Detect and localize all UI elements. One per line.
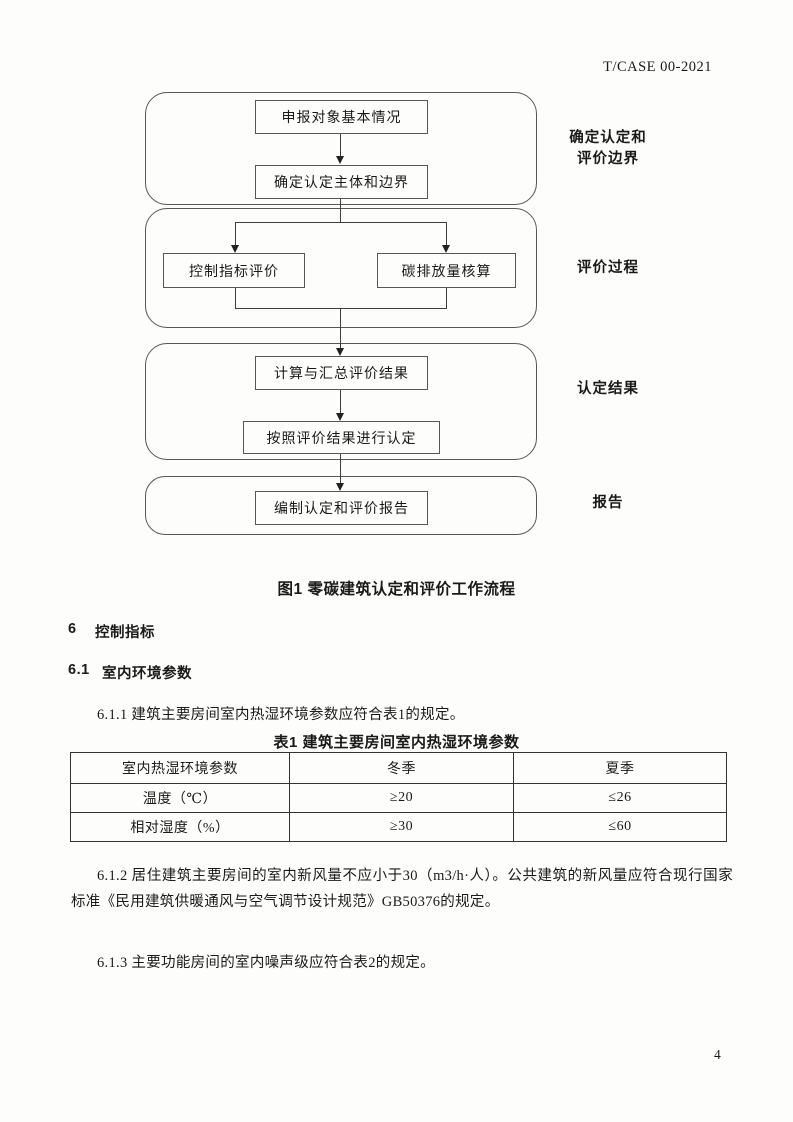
connector-line xyxy=(446,286,447,309)
table1-cell: 相对湿度（%） xyxy=(70,812,290,842)
stage-group-1 xyxy=(145,92,537,205)
stage-label-boundary: 确定认定和 评价边界 xyxy=(555,128,661,170)
connector-line xyxy=(235,222,236,246)
connector-line xyxy=(340,197,341,222)
section-number: 6 xyxy=(68,621,77,637)
flow-box-carbon-accounting: 碳排放量核算 xyxy=(377,253,516,288)
section-heading-6-1: 6.1 室内环境参数 xyxy=(68,662,192,683)
table1-cell: ≤26 xyxy=(513,783,727,813)
table-row: 温度（℃） ≥20 ≤26 xyxy=(70,783,727,813)
table1-caption: 表1 建筑主要房间室内热湿环境参数 xyxy=(273,734,520,751)
section-title: 控制指标 xyxy=(95,625,155,641)
table1-header-cell: 冬季 xyxy=(289,752,514,784)
stage-label-result: 认定结果 xyxy=(577,381,639,397)
stage-group-2 xyxy=(145,208,537,328)
flow-box-basic-info: 申报对象基本情况 xyxy=(255,100,428,134)
stage-label-report: 报告 xyxy=(592,495,624,511)
arrow-down-icon xyxy=(442,245,450,253)
connector-line xyxy=(340,452,341,484)
stage-label-line: 评价边界 xyxy=(577,151,639,167)
arrow-down-icon xyxy=(336,483,344,491)
table1-header-cell: 夏季 xyxy=(513,752,727,784)
paragraph-6-1-1: 6.1.1 建筑主要房间室内热湿环境参数应符合表1的规定。 xyxy=(97,707,465,723)
figure-caption: 图1 零碳建筑认定和评价工作流程 xyxy=(277,581,516,598)
stage-group-3 xyxy=(145,343,537,460)
arrow-down-icon xyxy=(336,156,344,164)
arrow-down-icon xyxy=(336,348,344,356)
page-number: 4 xyxy=(714,1047,721,1062)
flow-box-determine-by-results: 按照评价结果进行认定 xyxy=(243,421,440,454)
connector-line xyxy=(235,286,236,309)
table1-cell: ≥30 xyxy=(289,812,514,842)
flow-box-indicator-evaluation: 控制指标评价 xyxy=(163,253,305,288)
table-row: 相对湿度（%） ≥30 ≤60 xyxy=(70,812,727,842)
connector-line xyxy=(340,388,341,414)
connector-line xyxy=(235,308,447,309)
table1-cell: ≤60 xyxy=(513,812,727,842)
flow-box-compile-report: 编制认定和评价报告 xyxy=(255,491,428,525)
connector-line xyxy=(446,222,447,246)
table1-cell: 温度（℃） xyxy=(70,783,290,813)
arrow-down-icon xyxy=(231,245,239,253)
flow-box-define-boundary: 确定认定主体和边界 xyxy=(255,165,428,199)
connector-line xyxy=(235,222,447,223)
section-heading-6: 6 控制指标 xyxy=(68,621,155,642)
table1-cell: ≥20 xyxy=(289,783,514,813)
table1-header-cell: 室内热湿环境参数 xyxy=(70,752,290,784)
section-title: 室内环境参数 xyxy=(102,666,192,682)
table1: 室内热湿环境参数 冬季 夏季 温度（℃） ≥20 ≤26 相对湿度（%） ≥30… xyxy=(70,752,727,842)
connector-line xyxy=(340,132,341,158)
paragraph-6-1-3: 6.1.3 主要功能房间的室内噪声级应符合表2的规定。 xyxy=(97,955,435,971)
connector-line xyxy=(340,308,341,349)
stage-group-4 xyxy=(145,476,537,535)
stage-label-process: 评价过程 xyxy=(577,260,639,276)
flow-box-summarize-results: 计算与汇总评价结果 xyxy=(255,356,428,390)
section-number: 6.1 xyxy=(68,662,90,678)
stage-label-line: 确定认定和 xyxy=(569,130,647,146)
arrow-down-icon xyxy=(336,413,344,421)
paragraph-6-1-2: 6.1.2 居住建筑主要房间的室内新风量不应小于30（m3/h·人）。公共建筑的… xyxy=(71,868,733,910)
table-row: 室内热湿环境参数 冬季 夏季 xyxy=(70,752,727,784)
doc-code: T/CASE 00-2021 xyxy=(603,59,712,75)
